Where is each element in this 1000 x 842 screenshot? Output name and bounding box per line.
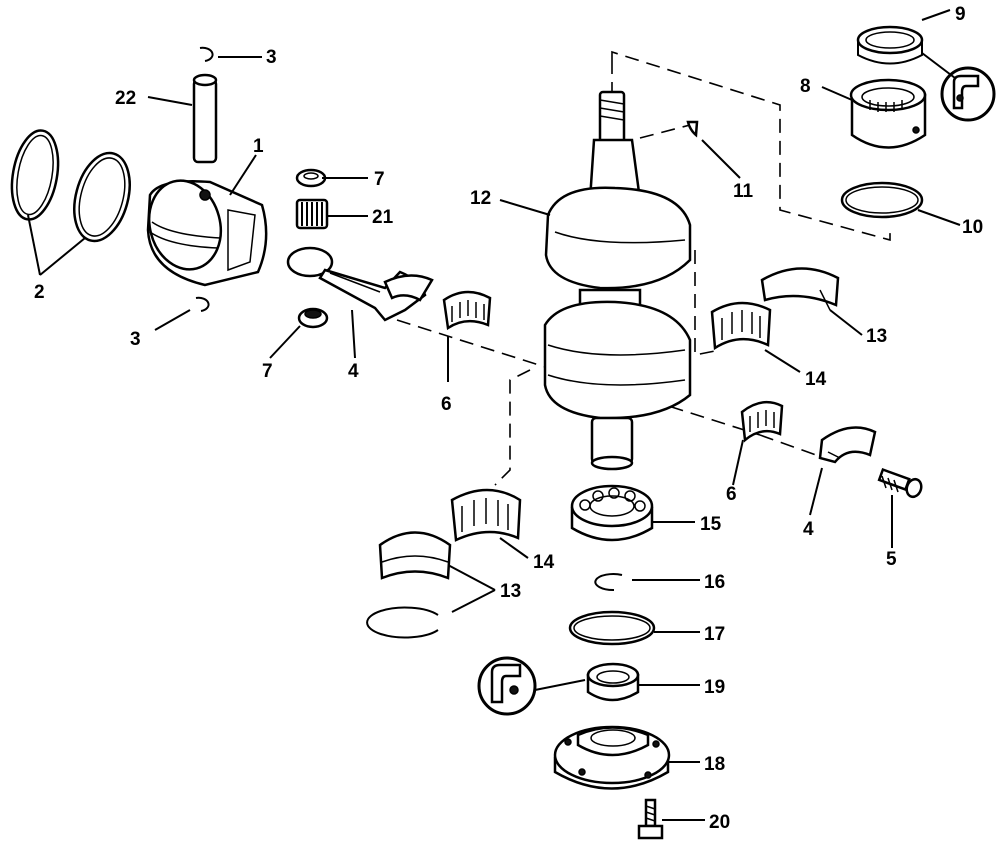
callout-12: 12: [470, 188, 491, 209]
callout-6-right: 6: [726, 484, 737, 505]
alignment-lines: [396, 50, 891, 486]
ball-bearing: [570, 484, 654, 542]
thrust-washer-bottom: [297, 307, 329, 329]
callout-19: 19: [704, 677, 725, 698]
connecting-rod: [286, 246, 434, 322]
woodruff-key: [686, 120, 699, 138]
callout-14-left: 14: [533, 552, 555, 573]
seal-ring: [856, 25, 924, 65]
rod-cap-screw: [877, 467, 923, 499]
callout-8: 8: [800, 76, 811, 97]
rod-bearing-half-left: [442, 290, 492, 331]
piston-rings: [10, 129, 131, 243]
thrust-washer-top: [295, 168, 327, 188]
callout-20: 20: [709, 812, 730, 833]
rod-bearing-half-right: [740, 400, 784, 443]
bearing-housing: [553, 725, 671, 790]
wrist-pin: [192, 73, 218, 164]
housing-bolt: [637, 798, 664, 840]
callout-13-right: 13: [866, 326, 887, 347]
callout-labels: 1 2 3 3 4 4 5 6 6 7 7 8 9 10 11 12 13 13…: [34, 4, 983, 833]
callout-17: 17: [704, 624, 725, 645]
needle-bearing-top: [849, 78, 927, 149]
callout-1: 1: [253, 136, 264, 157]
callout-21: 21: [372, 207, 394, 228]
callout-7-bottom: 7: [262, 361, 273, 382]
o-ring-lower: [568, 610, 656, 646]
main-bearing-half-upper-right: [710, 301, 772, 351]
oil-seal: [586, 662, 640, 702]
callout-13-left: 13: [500, 581, 521, 602]
callout-22: 22: [115, 88, 136, 109]
bearing-race-lower-left: [378, 531, 452, 580]
o-ring-top: [840, 181, 924, 219]
callout-5: 5: [886, 549, 897, 570]
retaining-ring-lower-left: [366, 606, 439, 639]
callout-2: 2: [34, 282, 45, 303]
callout-3-bottom: 3: [130, 329, 141, 350]
rod-cap: [818, 426, 877, 464]
sealant-symbol-bottom: [477, 656, 537, 716]
crankshaft: [543, 90, 692, 471]
callout-11: 11: [733, 181, 754, 202]
callout-18: 18: [704, 754, 725, 775]
callout-15: 15: [700, 514, 722, 535]
callout-16: 16: [704, 572, 725, 593]
leader-lines: [27, 9, 961, 821]
callout-7-top: 7: [374, 169, 385, 190]
main-bearing-half-lower: [450, 488, 522, 542]
callout-10: 10: [962, 217, 983, 238]
sealant-symbol-top: [940, 66, 996, 122]
piston: [146, 179, 268, 287]
callout-9: 9: [955, 4, 966, 25]
callout-4-rod: 4: [348, 361, 359, 382]
retaining-ring-bottom: [195, 296, 210, 312]
callout-6-left: 6: [441, 394, 452, 415]
snap-ring: [594, 573, 623, 592]
callout-14-right: 14: [805, 369, 827, 390]
callout-3-top: 3: [266, 47, 277, 68]
needle-bearing-small: [295, 198, 329, 230]
bearing-race-upper-right: [760, 267, 840, 311]
callout-4-cap: 4: [803, 519, 814, 540]
retaining-ring-top: [199, 46, 214, 62]
